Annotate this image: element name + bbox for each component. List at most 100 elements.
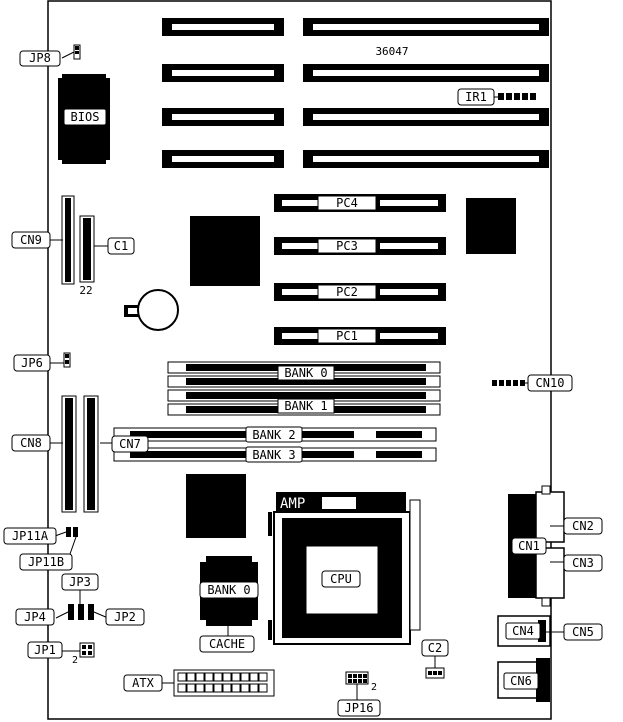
cpu-label: CPU [330,572,352,586]
jp11a-label-box [3,527,57,545]
jp16-label: JP16 [345,701,374,715]
c1-label: C1 [114,239,128,253]
jp4-label: JP4 [24,610,46,624]
bank1-label: BANK 1 [284,399,327,413]
bank0-top-label: BANK 0 [284,366,327,380]
cpu-socket [268,492,421,645]
jp16-pin2: 2 [371,682,377,693]
bank0-cache-label: BANK 0 [207,583,250,597]
cn5-label: CN5 [572,625,594,639]
jp-jumper-group [68,604,94,620]
pc4-label: PC4 [336,196,358,210]
bank2-label-box [245,426,303,443]
jp3-label: JP3 [69,575,91,589]
jp8-jumper [73,44,81,60]
bank3-label: BANK 3 [252,448,295,462]
jp1-label: JP1 [34,643,56,657]
leader-lines [50,51,564,700]
jp11b-label: JP11B [28,555,64,569]
jp8-label-box [19,50,61,67]
atx-connector [173,669,275,697]
cache-label-box [199,635,255,653]
bank0-cache-label-box [199,581,259,599]
chipset-left [190,216,260,286]
jp16-label-box [337,699,381,717]
c2-label-box [421,639,449,657]
board-id: 36047 [375,45,408,58]
bank0-top-label-box [277,365,335,381]
jp11-jumpers [66,527,78,537]
jp1-jumper [79,642,95,658]
isa-slot-6 [303,108,549,126]
jp8-label: JP8 [29,51,51,65]
pc2-label-box [317,284,377,300]
isa-slot-5 [162,108,284,126]
jp6-label: JP6 [21,356,43,370]
cn2-label-box [563,517,603,535]
jp1-pin2: 2 [72,655,78,666]
cn1-label-box [511,537,547,555]
cn3-label: CN3 [572,556,594,570]
cn9-label: CN9 [20,233,42,247]
isa-slot-3 [162,64,284,82]
cn6-label-box [503,672,539,690]
cn6-label: CN6 [510,674,532,688]
chip-lower-left [186,474,246,538]
c1-header [79,215,95,283]
c2-label: C2 [428,641,442,655]
cn10-header [492,380,525,386]
bios-label: BIOS [71,110,100,124]
cn7-label-box [111,435,149,453]
cn7-label: CN7 [119,437,141,451]
isa-slot-2 [303,18,549,36]
pin22-label: 22 [79,284,92,297]
jp2-label-box [105,608,145,626]
c2-header [425,667,445,679]
cn9-header [61,195,75,285]
pc3-label: PC3 [336,239,358,253]
battery [124,289,179,331]
cn1-label: CN1 [518,539,540,553]
bios-label-box [63,108,107,126]
cpu-label-box [321,570,361,588]
amp-label: AMP [280,496,305,512]
cn7-header [83,395,99,513]
bank3-label-box [245,446,303,463]
cn8-label-box [11,434,51,452]
isa-slot-1 [162,18,284,36]
jp6-jumper [63,352,71,368]
cn9-label-box [11,231,51,249]
atx-label: ATX [132,676,154,690]
jp16-header [345,671,369,685]
cn5-label-box [563,623,603,641]
jp4-label-box [15,608,55,626]
cn8-label: CN8 [20,436,42,450]
jp3-label-box [61,573,99,591]
cn2-label: CN2 [572,519,594,533]
pc2-label: PC2 [336,285,358,299]
bank1-label-box [277,398,335,414]
ir1-header [498,93,536,100]
pc1-label-box [317,328,377,344]
isa-slots [162,18,549,168]
jp1-label-box [27,641,63,659]
pc1-label: PC1 [336,329,358,343]
cn4-label: CN4 [512,624,534,638]
jp2-label: JP2 [114,610,136,624]
jp6-label-box [13,354,51,372]
isa-slot-4 [303,64,549,82]
chipset-right [466,198,516,254]
cn10-label: CN10 [536,376,565,390]
jp11a-label: JP11A [12,529,49,543]
cn8-header [61,395,77,513]
isa-slot-7 [162,150,284,168]
cache-label: CACHE [209,637,245,651]
cn4-label-box [505,622,541,640]
cn3-label-box [563,554,603,572]
pc3-label-box [317,238,377,254]
cn10-label-box [527,374,573,392]
ir1-label: IR1 [465,90,487,104]
atx-label-box [123,674,163,692]
pc4-label-box [317,195,377,211]
